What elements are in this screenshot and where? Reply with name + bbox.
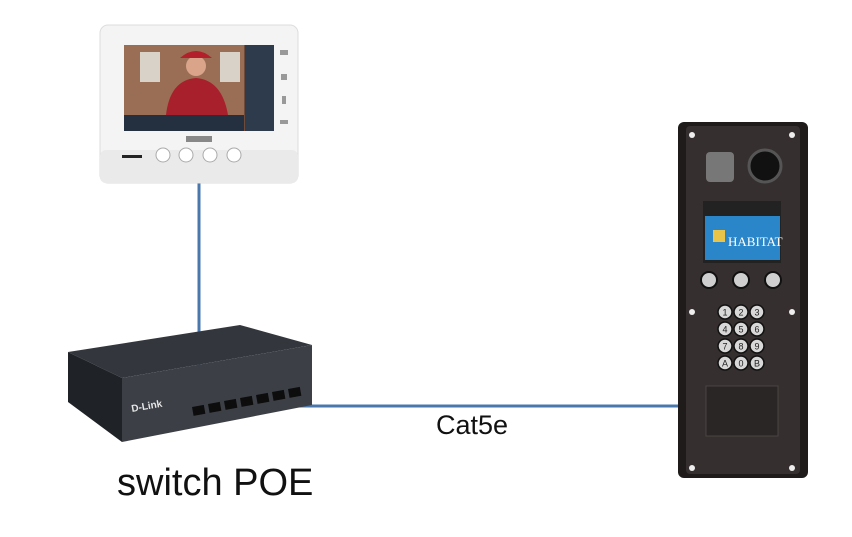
call-buttons[interactable] (700, 271, 782, 289)
keypad-key[interactable]: B (749, 355, 765, 371)
cable-label: Cat5e (436, 410, 509, 440)
keypad-key[interactable]: 4 (717, 321, 733, 337)
keypad-key-label: 9 (754, 342, 759, 352)
monitor-button[interactable] (202, 147, 218, 163)
keypad-key[interactable]: 7 (717, 338, 733, 354)
monitor-button[interactable] (178, 147, 194, 163)
keypad-key-label: 2 (738, 308, 743, 318)
keypad-key-label: 8 (738, 342, 743, 352)
keypad-key-label: 3 (754, 308, 759, 318)
side-icons (280, 50, 288, 124)
keypad-key-label: 0 (738, 359, 743, 369)
keypad-key[interactable]: 5 (733, 321, 749, 337)
switch-ports[interactable] (192, 386, 302, 416)
keypad-key-label: 6 (754, 325, 759, 335)
switch-label: switch POE (117, 462, 314, 504)
camera-icon (706, 152, 734, 182)
keypad-key-label: 1 (722, 308, 727, 318)
keypad-key[interactable]: 1 (717, 304, 733, 320)
card-reader (705, 385, 779, 437)
keypad-key-label: 5 (738, 325, 743, 335)
poe-switch: D-Link (68, 325, 312, 442)
keypad-key[interactable]: A (717, 355, 733, 371)
keypad-key[interactable]: 9 (749, 338, 765, 354)
screen-logo-text: HABITAT (728, 234, 783, 249)
speaker-icon (747, 148, 783, 184)
keypad-key-label: 4 (722, 325, 727, 335)
keypad-key[interactable]: 2 (733, 304, 749, 320)
keypad-key[interactable]: 0 (733, 355, 749, 371)
monitor-button[interactable] (226, 147, 242, 163)
keypad-key-label: 7 (722, 342, 727, 352)
brand-logo (186, 136, 212, 142)
monitor-button[interactable] (155, 147, 171, 163)
keypad-key[interactable]: 6 (749, 321, 765, 337)
keypad-key[interactable]: 3 (749, 304, 765, 320)
keypad-key-label: B (754, 359, 760, 369)
keypad-key[interactable]: 8 (733, 338, 749, 354)
keypad-key-label: A (722, 359, 728, 369)
video-monitor (99, 24, 299, 184)
switch-brand: D-Link (131, 399, 164, 415)
